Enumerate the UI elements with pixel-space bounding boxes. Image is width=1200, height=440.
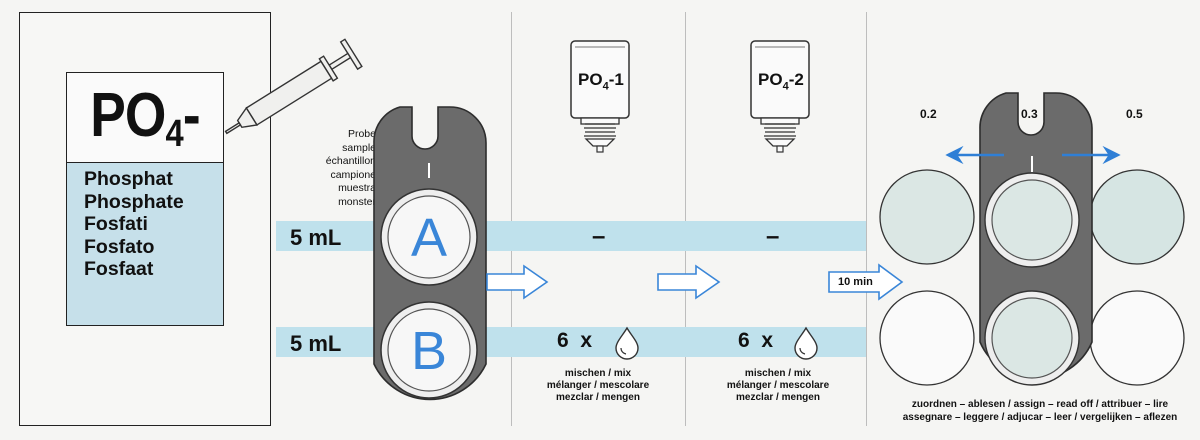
volume-b: 5 mL — [290, 331, 342, 356]
scale-value-mid: 0.3 — [1021, 107, 1038, 121]
reagent-1-label: PO4-1 — [578, 70, 624, 93]
syringe-icon — [224, 38, 363, 135]
reagent-bottle-2-icon — [750, 40, 810, 153]
name-en: Phosphate — [84, 190, 184, 213]
blank-window — [1089, 290, 1185, 386]
reading-instructions: zuordnen – ablesen / assign – read off /… — [902, 399, 1178, 423]
arrow-right-icon — [657, 264, 721, 300]
name-it: Fosfati — [84, 213, 148, 235]
blank-window — [879, 290, 975, 386]
arrow-right-icon — [486, 264, 549, 300]
arrow-right-icon — [1062, 145, 1121, 165]
reagent-1-mix: mischen / mix mélanger / mescolare mezcl… — [546, 368, 650, 403]
reagent-2-mix: mischen / mix mélanger / mescolare mezcl… — [726, 368, 830, 403]
title-box — [66, 72, 224, 162]
reagent-2-row-a: – — [766, 223, 780, 250]
color-standard-0.5 — [1089, 169, 1185, 265]
cell-a-label: A — [411, 208, 447, 268]
scale-value-high: 0.5 — [1126, 107, 1143, 121]
comparator — [879, 92, 1185, 386]
arrow-left-icon — [945, 145, 1004, 165]
name-de: Phosphat — [84, 168, 173, 190]
reagent-bottle-1-icon — [570, 40, 630, 153]
probe-labels: Probe sample échantillon campione muestr… — [325, 128, 376, 208]
scale-value-low: 0.2 — [920, 107, 937, 121]
sample-window — [991, 179, 1073, 261]
drop-icon — [615, 326, 639, 360]
names-box — [66, 162, 224, 326]
panel-divider — [866, 12, 867, 426]
panel-divider — [511, 12, 512, 426]
cell-b-label: B — [411, 321, 447, 381]
wait-time-label: 10 min — [838, 276, 873, 288]
panel-divider — [685, 12, 686, 426]
reagent-1-drops: 6 x — [557, 329, 593, 352]
name-es: Fosfato — [84, 235, 155, 258]
reagent-1-row-a: – — [592, 223, 606, 250]
wait-arrow-icon — [828, 263, 904, 301]
sample-holder: A B — [373, 106, 487, 401]
sample-window — [991, 297, 1073, 379]
drop-icon — [794, 326, 818, 360]
product-names: Phosphat Phosphate Fosfati Fosfato Fosfa… — [84, 168, 184, 281]
reagent-2-drops: 6 x — [738, 329, 774, 352]
name-nl: Fosfaat — [84, 258, 154, 280]
color-standard-0.2 — [879, 169, 975, 265]
reagent-2-label: PO4-2 — [758, 70, 804, 93]
volume-a: 5 mL — [290, 225, 342, 250]
